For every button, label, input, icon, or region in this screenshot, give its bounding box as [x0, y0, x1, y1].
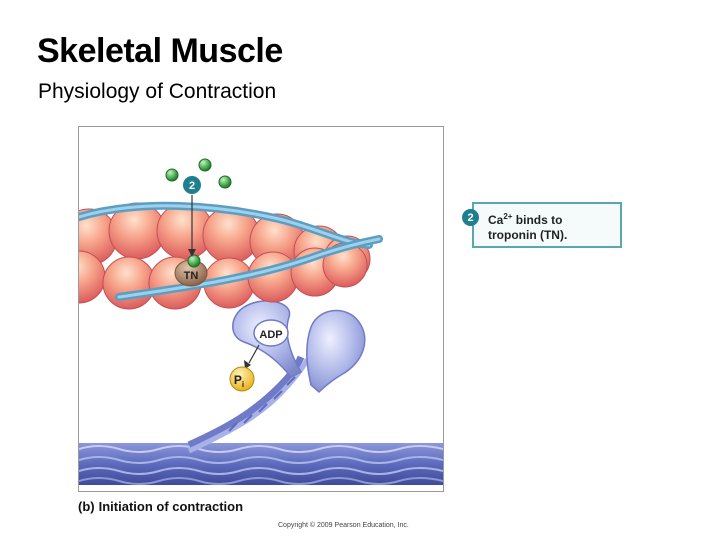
thick-filament [79, 443, 443, 485]
adp-label: ADP [259, 329, 282, 341]
calcium-ions [165, 158, 232, 268]
figure-caption: (b)Initiation of contraction [78, 499, 243, 514]
contraction-figure: TN 2 ADP Pi [78, 126, 444, 492]
phosphate-molecule: Pi [229, 366, 255, 392]
troponin-label: TN [184, 270, 199, 282]
myosin-head-upright [306, 309, 366, 394]
svg-text:Pi: Pi [234, 373, 244, 389]
contraction-diagram: TN 2 ADP Pi [79, 158, 443, 485]
caption-tag: (b) [78, 499, 95, 514]
slide-title: Skeletal Muscle [37, 32, 283, 70]
phosphate-subscript: i [242, 380, 244, 389]
callout-line-1: Ca2+ binds to [488, 209, 614, 228]
step-badge-label: 2 [189, 180, 195, 192]
phosphate-label: P [234, 373, 242, 387]
copyright-notice: Copyright © 2009 Pearson Education, Inc. [278, 522, 409, 529]
step-2-marker: 2 [183, 176, 201, 257]
callout-binds-to: binds to [512, 213, 563, 227]
caption-text: Initiation of contraction [98, 499, 244, 514]
callout-ca: Ca [488, 213, 504, 227]
tropomyosin [79, 201, 383, 301]
callout-step-badge: 2 [462, 209, 479, 226]
callout-box: Ca2+ binds to troponin (TN). [472, 202, 622, 248]
step-2-callout: Ca2+ binds to troponin (TN). 2 [462, 202, 622, 248]
adp-molecule: ADP [244, 319, 289, 369]
callout-line-2: troponin (TN). [488, 228, 568, 242]
slide-subtitle: Physiology of Contraction [38, 80, 277, 103]
callout-ca-charge: 2+ [503, 212, 513, 221]
